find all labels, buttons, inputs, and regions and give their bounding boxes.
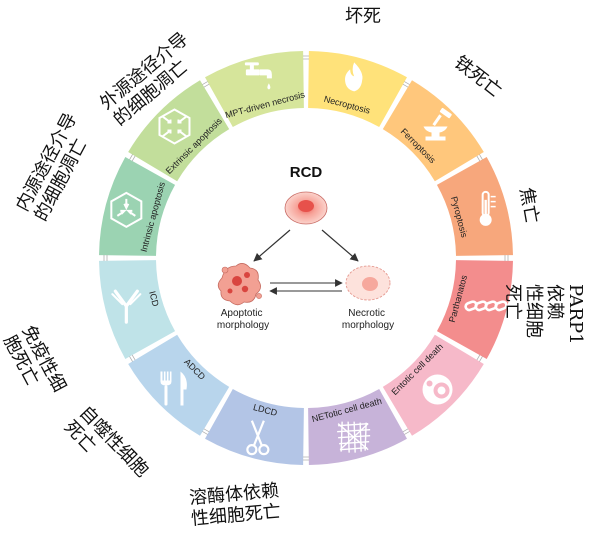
fork-knife-icon	[160, 371, 187, 406]
cell-in-cell-icon	[422, 374, 453, 405]
segment-label-icd: ICD	[147, 290, 161, 308]
arrow-to-necrotic	[321, 229, 359, 262]
segment-parthanatos	[436, 260, 513, 359]
boundary-arrows	[129, 154, 136, 162]
antibody-icon	[111, 289, 142, 324]
boundary-arrows	[303, 55, 309, 60]
cn-necroptosis: 坏死	[345, 6, 381, 27]
necrotic-cell	[345, 265, 391, 301]
scissors-icon	[246, 420, 270, 456]
boundary-arrows	[402, 81, 410, 88]
segment-mpt	[205, 51, 304, 128]
boundary-arrows	[129, 354, 136, 362]
boundary-arrows	[202, 428, 210, 435]
faucet-icon	[244, 62, 272, 90]
boundary-arrows	[303, 456, 309, 461]
cn-parthanatos: PARP1依赖 性细胞死亡	[502, 284, 586, 345]
chain-icon	[464, 300, 508, 312]
segment-intrinsic	[99, 157, 176, 256]
boundary-arrows	[202, 81, 210, 88]
net-icon	[337, 421, 371, 453]
boundary-arrows	[504, 255, 509, 261]
necrotic-label: Necrotic morphology	[342, 308, 394, 331]
boundary-arrows	[103, 255, 108, 261]
boundary-arrows	[476, 154, 483, 162]
thermometer-icon	[479, 190, 496, 226]
rcd-cell	[284, 191, 328, 225]
arrow-to-apoptotic	[253, 229, 291, 262]
apoptotic-cell	[217, 263, 262, 306]
apoptotic-label: Apoptotic morphology	[217, 308, 269, 331]
segment-pyroptosis	[436, 157, 513, 256]
anvil-hammer-icon	[423, 107, 452, 141]
segment-adcd	[128, 334, 230, 436]
boundary-arrows	[476, 354, 483, 362]
segment-icd	[99, 260, 176, 359]
cn-ldcd: 溶酶体依赖 性细胞死亡	[188, 480, 282, 530]
hexagon-inward-icon	[110, 191, 143, 229]
fire-icon	[344, 62, 363, 92]
rcd-title: RCD	[290, 164, 323, 181]
boundary-arrows	[402, 428, 410, 435]
segment-netotic	[308, 388, 407, 465]
hexagon-outward-icon	[158, 108, 191, 145]
